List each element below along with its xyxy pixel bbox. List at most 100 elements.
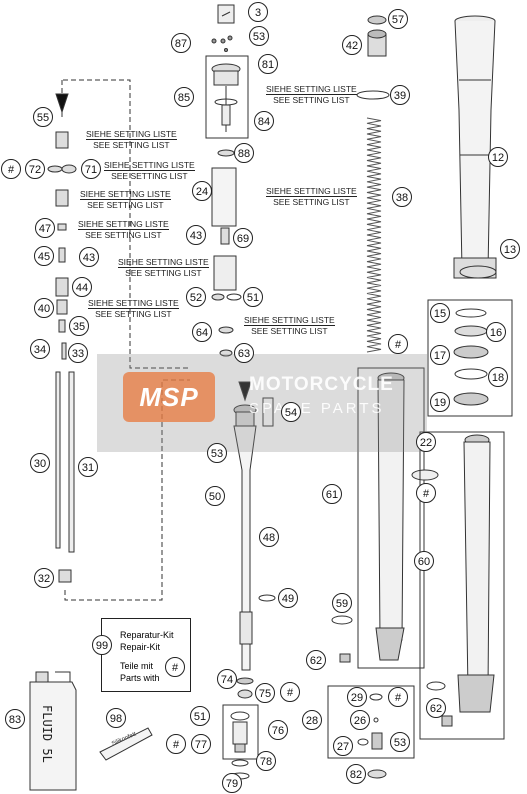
part-54	[262, 397, 274, 427]
part-49-ring	[258, 594, 276, 602]
callout: 42	[342, 35, 362, 55]
callout: #	[416, 483, 436, 503]
callout: 40	[34, 298, 54, 318]
callout: 13	[500, 239, 520, 259]
callout: 22	[416, 432, 436, 452]
callout: 85	[174, 87, 194, 107]
callout: 82	[346, 764, 366, 784]
oil-can-label: FLUID 5L	[40, 705, 54, 763]
callout: 17	[430, 345, 450, 365]
callout: 99	[92, 635, 112, 655]
callout: 69	[233, 228, 253, 248]
callout: 51	[243, 287, 263, 307]
callout: 12	[488, 147, 508, 167]
callout: #	[166, 734, 186, 754]
callout: #	[388, 334, 408, 354]
callout: 53	[207, 443, 227, 463]
callout: 59	[332, 593, 352, 613]
callout: 24	[192, 181, 212, 201]
part-32	[58, 569, 72, 583]
callout: 57	[388, 9, 408, 29]
callout: 87	[171, 33, 191, 53]
callout: 43	[186, 225, 206, 245]
callout: 44	[72, 277, 92, 297]
callout: 33	[68, 343, 88, 363]
part-87-53-screws	[211, 35, 233, 52]
callout: 35	[69, 316, 89, 336]
callout: 49	[278, 588, 298, 608]
callout: 3	[248, 2, 268, 22]
part-48-damper	[233, 404, 257, 671]
part-24-cylinder	[211, 167, 237, 227]
part-38-spring	[366, 117, 382, 353]
callout: 15	[430, 303, 450, 323]
callout: 75	[255, 683, 275, 703]
callout: #	[1, 159, 21, 179]
callout: 53	[249, 26, 269, 46]
part-39-ring	[356, 90, 390, 100]
callout: 72	[25, 159, 45, 179]
part-22	[411, 469, 439, 481]
callout: 31	[78, 457, 98, 477]
callout: 50	[205, 486, 225, 506]
part-13	[459, 265, 497, 279]
callout: 63	[234, 343, 254, 363]
callout: 26	[350, 710, 370, 730]
callout: 18	[488, 367, 508, 387]
callout: 71	[81, 159, 101, 179]
left-stack-parts	[47, 131, 77, 360]
callout: 45	[34, 246, 54, 266]
part-60-lower-leg	[419, 431, 505, 740]
callout: 83	[5, 709, 25, 729]
callout: 84	[254, 111, 274, 131]
part-57-42	[367, 15, 387, 57]
seal-kit-box	[427, 299, 513, 417]
callout: 60	[414, 551, 434, 571]
callout: 30	[30, 453, 50, 473]
part-83-fork-oil-can	[29, 671, 77, 791]
callout: 78	[256, 751, 276, 771]
bottom-center-parts	[222, 677, 259, 780]
part-81-cartridge-cap	[205, 55, 249, 139]
callout: 47	[35, 218, 55, 238]
callout: #	[280, 682, 300, 702]
callout: 52	[186, 287, 206, 307]
callout: 62	[426, 698, 446, 718]
callout: 43	[79, 247, 99, 267]
parts-group-28	[327, 685, 415, 779]
callout: 74	[217, 669, 237, 689]
callout: 61	[322, 484, 342, 504]
dashed-leader-bottom	[64, 379, 190, 601]
callout: 76	[268, 720, 288, 740]
callout: 27	[333, 736, 353, 756]
repair-kit-hash: #	[165, 657, 185, 677]
callout: 81	[258, 54, 278, 74]
callout: 88	[234, 143, 254, 163]
callout: 77	[191, 734, 211, 754]
arrow-down-left	[55, 93, 69, 114]
part-61-lower-leg	[331, 367, 425, 669]
part-12-outer-tube	[453, 15, 497, 279]
callout: 51	[190, 706, 210, 726]
callout: 48	[259, 527, 279, 547]
callout: 62	[306, 650, 326, 670]
repair-kit-line4: Parts with	[120, 673, 160, 683]
callout: 64	[192, 322, 212, 342]
arrow-down-center	[238, 381, 252, 402]
callout: 34	[30, 339, 50, 359]
repair-kit-line3: Teile mit	[120, 661, 154, 671]
callout: 53	[390, 732, 410, 752]
callout: 39	[390, 85, 410, 105]
callout: #	[388, 687, 408, 707]
